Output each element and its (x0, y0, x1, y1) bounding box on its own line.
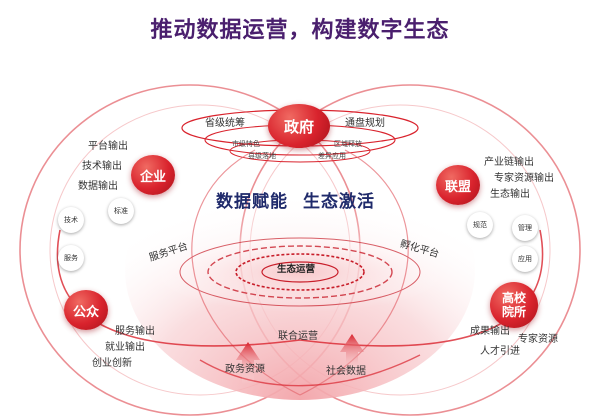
chip-standard-label: 标准 (114, 207, 128, 215)
input-social-data: 社会数据 (326, 366, 366, 377)
chip-norms: 规范 (467, 212, 493, 238)
public-output-innovation: 创业创新 (92, 358, 132, 369)
public-output-employment: 就业输出 (105, 342, 145, 353)
swoosh-bottom (199, 354, 421, 387)
chip-service: 服务 (58, 245, 84, 271)
enterprise-output-platform: 平台输出 (88, 141, 128, 152)
enterprise-output-data: 数据输出 (78, 181, 118, 192)
gov-label-city: 市级特色 (232, 140, 260, 148)
chip-standard: 标准 (108, 198, 134, 224)
node-university-line2: 院所 (501, 305, 526, 319)
gov-label-county: 县级落地 (248, 152, 276, 160)
public-output-service: 服务输出 (115, 326, 155, 337)
core-ring-4 (261, 261, 339, 283)
gov-label-region: 区域释放 (334, 140, 362, 148)
arc-left-inner (191, 149, 301, 396)
node-university: 高校 院所 (490, 282, 538, 328)
gov-label-diff: 差异应用 (318, 152, 346, 160)
core-ring-3 (235, 253, 365, 291)
university-output-expert: 专家资源 (518, 334, 558, 345)
core-ecosystem-operation: 生态运营 (277, 264, 316, 275)
chip-management-label: 管理 (518, 224, 532, 232)
node-alliance-label: 联盟 (444, 179, 471, 195)
university-output-talent: 人才引进 (480, 346, 520, 357)
chip-application: 应用 (512, 246, 538, 272)
gov-label-provincial: 省级统筹 (205, 118, 245, 129)
page-title: 推动数据运营，构建数字生态 (150, 18, 450, 43)
input-gov-resources: 政务资源 (225, 364, 265, 375)
chip-management: 管理 (512, 215, 538, 241)
node-public-label: 公众 (72, 304, 99, 320)
arc-right-inner (299, 149, 409, 396)
ground-glow (150, 232, 450, 312)
alliance-output-industry: 产业链输出 (484, 157, 534, 168)
node-enterprise-label: 企业 (139, 169, 166, 185)
headline-ecosystem-activate: 生态激活 (303, 192, 375, 212)
gov-label-overall: 通盘规划 (345, 118, 385, 129)
node-alliance: 联盟 (436, 165, 480, 205)
node-public: 公众 (64, 290, 108, 330)
node-government: 政府 (268, 104, 330, 148)
node-enterprise: 企业 (131, 155, 175, 195)
swoosh-right (299, 229, 544, 347)
headline-data-empower: 数据赋能 (216, 192, 288, 212)
arrow-left (236, 342, 260, 384)
chip-tech-label: 技术 (64, 216, 78, 224)
enterprise-output-tech: 技术输出 (82, 161, 122, 172)
chip-service-label: 服务 (64, 254, 78, 262)
core-ring-2 (207, 245, 393, 299)
alliance-output-ecosystem: 生态输出 (490, 189, 530, 200)
university-output-results: 成果输出 (470, 326, 510, 337)
node-university-line1: 高校 (501, 291, 526, 305)
chip-tech: 技术 (58, 207, 84, 233)
arrow-right (340, 334, 364, 376)
core-ring-1 (179, 237, 421, 307)
chip-norms-label: 规范 (473, 221, 487, 229)
node-government-label: 政府 (283, 117, 314, 136)
alliance-output-expert: 专家资源输出 (494, 173, 554, 184)
chip-application-label: 应用 (518, 255, 532, 263)
platform-joint-operation: 联合运营 (278, 331, 318, 342)
swoosh-left (56, 229, 301, 347)
